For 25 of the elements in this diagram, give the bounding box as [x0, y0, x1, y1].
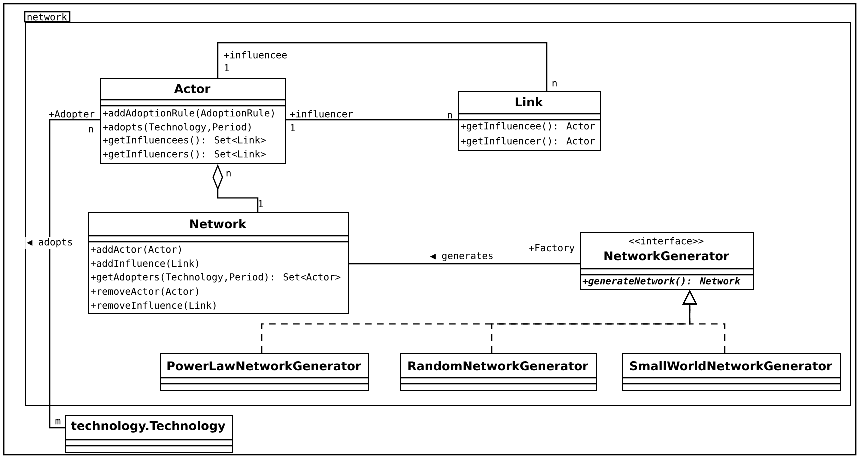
- class-box: RandomNetworkGenerator: [400, 352, 598, 392]
- multiplicity-label: 1: [259, 200, 264, 208]
- class-box: SmallWorldNetworkGenerator: [622, 352, 842, 392]
- role-label: +Adopter: [49, 110, 95, 120]
- role-label: +influencee: [224, 51, 287, 59]
- edge-label: ◀ generates: [428, 251, 496, 263]
- association-line: [349, 263, 580, 265]
- multiplicity-label: m: [56, 419, 61, 425]
- class-box: Link +getInfluencee(): Actor +getInfluencer(): Actor: [458, 91, 602, 152]
- multiplicity-label: 1: [291, 124, 296, 132]
- class-box: PowerLawNetworkGenerator: [160, 352, 370, 392]
- multiplicity-label: 1: [225, 64, 230, 72]
- edge-label: ◀ adopts: [26, 237, 74, 249]
- multiplicity-label: n: [552, 81, 557, 87]
- association-line: [49, 119, 100, 429]
- class-box: <<interface>> NetworkGenerator +generateNetwork(): Network: [580, 232, 754, 290]
- node-label: network: [28, 13, 68, 21]
- multiplicity-label: n: [89, 127, 94, 133]
- class-box: Actor +addAdoptionRule(AdoptionRule) +adopts(Technology,Period) +getInfluencees(): Set<Link> +getInfluencers(): Set<Link>: [100, 78, 286, 164]
- role-label: +influencer: [290, 110, 354, 118]
- association-line: [286, 119, 458, 121]
- class-box: technology.Technology: [65, 414, 234, 454]
- class-box: Network +addActor(Actor) +addInfluence(Link) +getAdopters(Technology,Period): Set<Actor> +removeActor(Actor) +removeInfluence(Link): [88, 212, 350, 314]
- association-line: [217, 42, 548, 91]
- multiplicity-label: n: [448, 113, 452, 119]
